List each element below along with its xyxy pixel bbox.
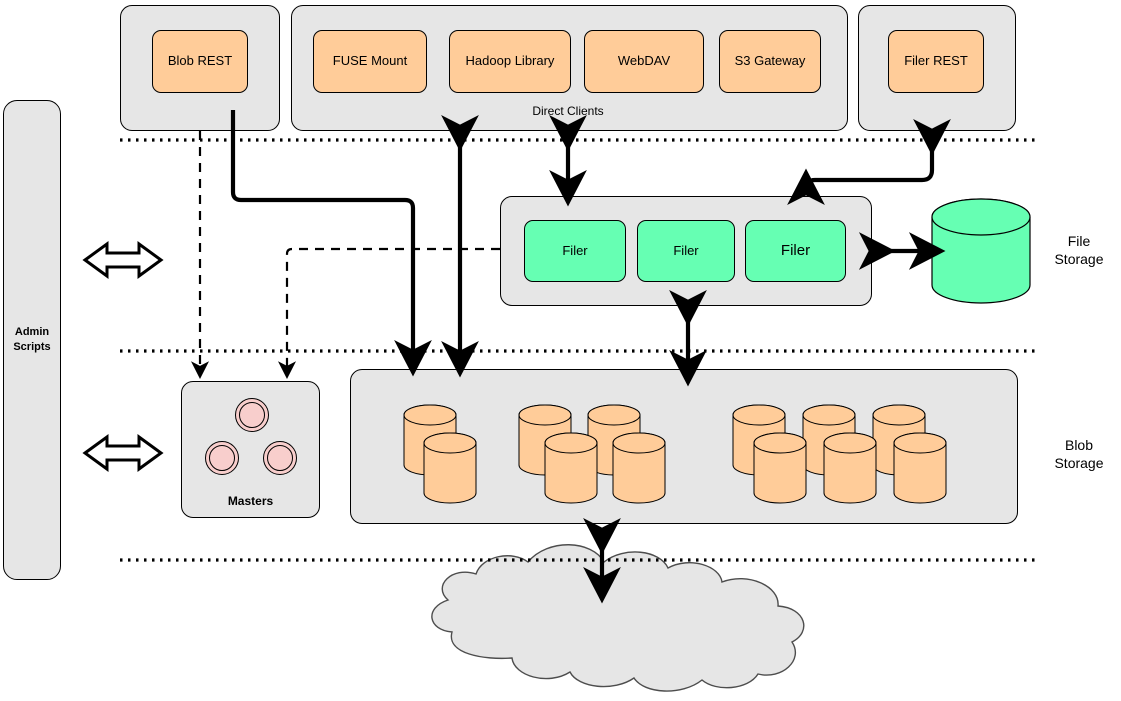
cylinder-label-ssd-2: SSD xyxy=(626,467,652,481)
masters-label: Masters xyxy=(227,494,274,508)
admin-to-file-storage-arrow xyxy=(82,241,164,279)
node-webdav[interactable]: WebDAV xyxy=(584,30,704,93)
cylinder-label-nvme: NVME xyxy=(432,467,468,481)
node-blob-rest[interactable]: Blob REST xyxy=(152,30,248,93)
master-node-3-outer[interactable] xyxy=(263,441,297,475)
blob-storage-side-label-line1: Blob xyxy=(1064,437,1094,453)
masters-group xyxy=(181,381,320,518)
master-node-1-inner xyxy=(239,402,265,428)
cylinder-label-hdd-2: HDD xyxy=(837,467,863,481)
node-filer-1[interactable]: Filer xyxy=(524,220,626,282)
admin-scripts-label: Admin Scripts xyxy=(3,325,61,355)
master-node-1-outer[interactable] xyxy=(235,398,269,432)
blob-storage-side-label: Blob Storage xyxy=(1040,437,1118,472)
master-node-2-outer[interactable] xyxy=(205,441,239,475)
sql-kv-store-label: SQL or KV Store xyxy=(930,238,1032,269)
node-fuse-mount[interactable]: FUSE Mount xyxy=(313,30,427,93)
cylinder-label-ssd-1: SSD xyxy=(558,467,584,481)
conn-blob-rest-to-volumes xyxy=(230,110,432,377)
file-storage-side-label-line2: Storage xyxy=(1054,250,1104,267)
cylinder-label-hdd-1: HDD xyxy=(767,467,793,481)
file-storage-side-label: File Storage xyxy=(1040,233,1118,268)
cloud-tier-shape xyxy=(431,544,805,692)
blob-storage-side-label-line2: Storage xyxy=(1054,454,1104,471)
sql-kv-store-label-line1: SQL or KV xyxy=(951,238,1011,252)
node-filer-3[interactable]: Filer xyxy=(745,220,846,282)
node-s3-gateway[interactable]: S3 Gateway xyxy=(719,30,821,93)
node-filer-2[interactable]: Filer xyxy=(637,220,735,282)
admin-scripts-label-line2: Scripts xyxy=(13,340,51,353)
admin-scripts-panel xyxy=(3,100,61,580)
admin-scripts-label-line1: Admin xyxy=(14,326,50,338)
cylinder-label-hdd-3: HDD xyxy=(907,467,933,481)
direct-clients-caption: Direct Clients xyxy=(532,104,604,118)
master-node-2-inner xyxy=(209,445,235,471)
master-node-3-inner xyxy=(267,445,293,471)
conn-filer-to-masters xyxy=(277,247,500,380)
node-hadoop-library[interactable]: Hadoop Library xyxy=(449,30,571,93)
admin-to-blob-storage-arrow xyxy=(82,434,164,472)
volume-servers-group xyxy=(350,369,1018,524)
conn-filer-rest-to-filers xyxy=(787,118,951,206)
cloud-tier-label: Cloud Tier xyxy=(592,633,658,648)
sql-kv-store-label-line2: Store xyxy=(965,253,997,268)
file-storage-side-label-line1: File xyxy=(1067,233,1091,249)
node-filer-rest[interactable]: Filer REST xyxy=(888,30,984,93)
